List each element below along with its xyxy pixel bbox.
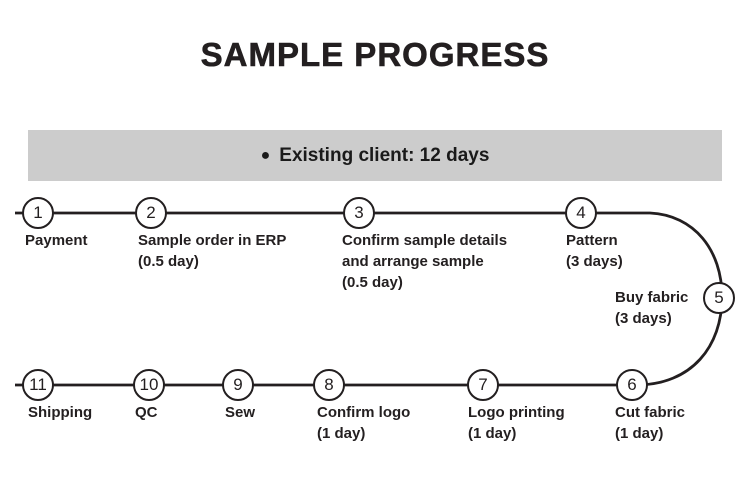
step-label-shipping: Shipping xyxy=(28,404,93,421)
step-circle-1: 1 xyxy=(22,197,54,229)
step-label-logo-printing: Logo printing (1 day) xyxy=(468,404,565,442)
step-circle-6: 6 xyxy=(616,369,648,401)
step-circle-9: 9 xyxy=(222,369,254,401)
step-label-payment: Payment xyxy=(25,232,88,249)
step-circle-8: 8 xyxy=(313,369,345,401)
step-label-buy-fabric: Buy fabric (3 days) xyxy=(615,289,689,327)
step-label-pattern: Pattern (3 days) xyxy=(566,232,623,270)
step-circle-5: 5 xyxy=(703,282,735,314)
step-circle-2: 2 xyxy=(135,197,167,229)
step-label-sample-order: Sample order in ERP (0.5 day) xyxy=(138,232,287,270)
bullet-icon: ● xyxy=(260,146,271,164)
step-label-confirm-sample: Confirm sample details and arrange sampl… xyxy=(342,232,508,291)
step-label-confirm-logo: Confirm logo (1 day) xyxy=(317,404,411,442)
step-circle-7: 7 xyxy=(467,369,499,401)
page-title: SAMPLE PROGRESS xyxy=(200,36,550,74)
step-label-cut-fabric: Cut fabric (1 day) xyxy=(615,404,686,442)
step-label-qc: QC xyxy=(135,404,158,421)
step-circle-3: 3 xyxy=(343,197,375,229)
banner-text: Existing client: 12 days xyxy=(279,144,490,166)
step-circle-4: 4 xyxy=(565,197,597,229)
step-label-sew: Sew xyxy=(225,404,256,421)
existing-client-banner: ● Existing client: 12 days xyxy=(28,130,722,181)
step-circle-11: 11 xyxy=(22,369,54,401)
step-circle-10: 10 xyxy=(133,369,165,401)
